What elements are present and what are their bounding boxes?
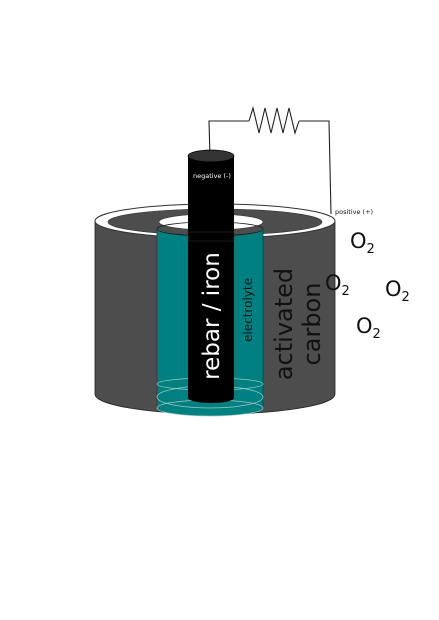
rebar-rod-top [187, 149, 235, 163]
activated-carbon-label-line2: carbon [298, 283, 326, 366]
oxygen-molecule: O2 [350, 229, 375, 257]
positive-terminal-label: positive (+) [335, 208, 373, 216]
rebar-label: rebar / iron [199, 252, 225, 380]
rebar-rod-bottom [188, 393, 234, 403]
oxygen-molecule: O2 [325, 271, 350, 299]
circuit-wire-right [299, 120, 332, 215]
electrolyte-label: electrolyte [241, 278, 255, 342]
resistor [248, 105, 300, 135]
activated-carbon-label-line1: activated [270, 268, 298, 380]
negative-terminal-label: negative (-) [193, 172, 231, 180]
rebar-highlight-band [187, 231, 235, 242]
oxygen-molecule: O2 [356, 314, 381, 342]
circuit-wire-left [208, 120, 249, 159]
oxygen-molecule: O2 [385, 277, 410, 305]
rebar-rod [188, 156, 234, 398]
